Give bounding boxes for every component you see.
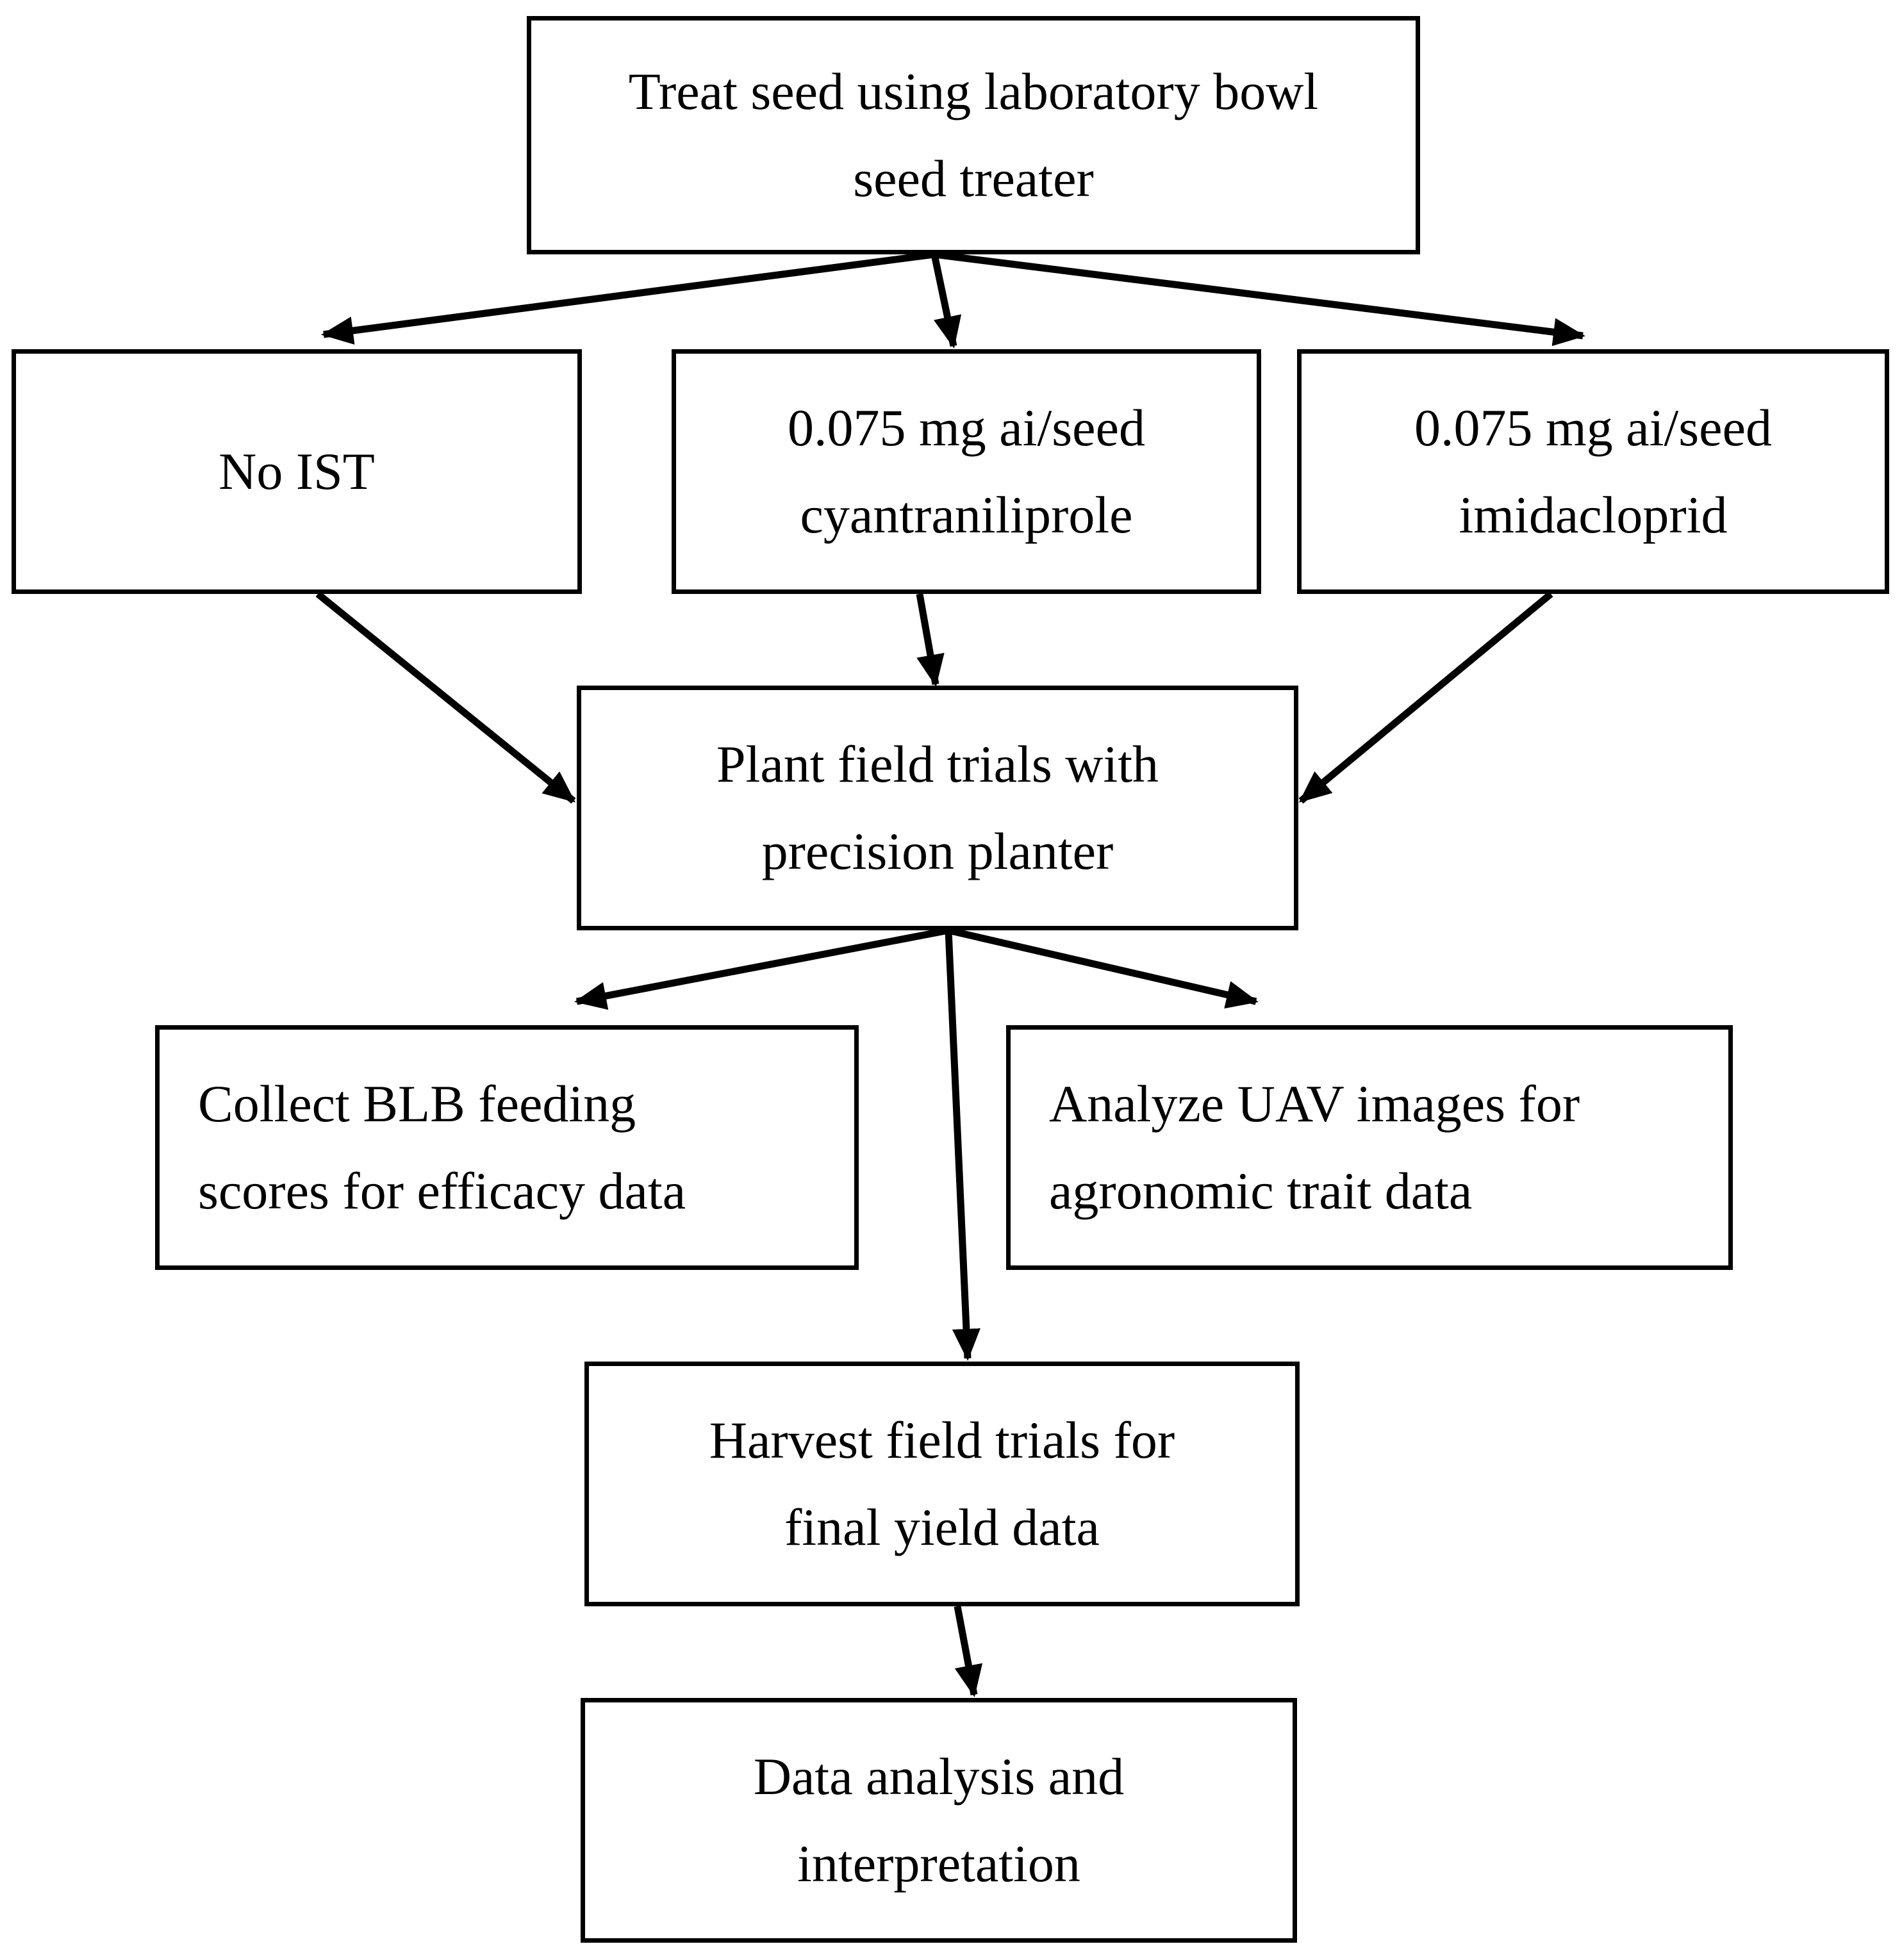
arrow-treat-to-imidacloprid: [934, 251, 1585, 347]
analyze-uav-text: Analyze UAV images for agronomic trait d…: [1049, 1060, 1580, 1235]
harvest-field-trials-box: Harvest field trials for final yield dat…: [584, 1362, 1300, 1606]
arrow-plant-to-harvest: [945, 930, 980, 1361]
imidacloprid-box: 0.075 mg ai/seed imidacloprid: [1297, 349, 1889, 594]
edge-group: [315, 251, 1585, 1697]
imidacloprid-line-1: 0.075 mg ai/seed: [1414, 399, 1772, 457]
collect-blb-box: Collect BLB feeding scores for efficacy …: [155, 1025, 859, 1270]
cyantraniliprole-line-1: 0.075 mg ai/seed: [788, 399, 1145, 457]
plant-field-trials-box: Plant field trials with precision plante…: [577, 686, 1298, 930]
plant-field-trials-text: Plant field trials with precision plante…: [716, 721, 1159, 895]
arrow-no_ist-to-plant: [315, 591, 576, 804]
cyantraniliprole-text: 0.075 mg ai/seed cyantraniliprole: [788, 384, 1145, 559]
analyze-uav-line-1: Analyze UAV images for: [1049, 1075, 1580, 1133]
data-analysis-line-2: interpretation: [797, 1834, 1080, 1893]
treat-seed-text: Treat seed using laboratory bowl seed tr…: [629, 48, 1318, 222]
treat-seed-line-2: seed treater: [853, 149, 1094, 208]
treat-seed-box: Treat seed using laboratory bowl seed tr…: [527, 16, 1420, 254]
cyantraniliprole-box: 0.075 mg ai/seed cyantraniliprole: [672, 349, 1261, 594]
arrow-harvest-to-data: [954, 1605, 983, 1697]
data-analysis-box: Data analysis and interpretation: [581, 1698, 1297, 1943]
no-ist-text: No IST: [219, 428, 375, 515]
arrow-treat-to-no_ist: [321, 251, 935, 345]
data-analysis-text: Data analysis and interpretation: [754, 1733, 1124, 1907]
arrow-plant-to-analyze: [947, 926, 1259, 1009]
harvest-field-trials-line-1: Harvest field trials for: [709, 1411, 1175, 1469]
arrow-treat-to-cyantraniliprole: [930, 253, 962, 349]
imidacloprid-line-2: imidacloprid: [1459, 486, 1728, 544]
analyze-uav-line-2: agronomic trait data: [1049, 1162, 1473, 1220]
data-analysis-line-1: Data analysis and: [753, 1747, 1125, 1806]
arrow-cyantraniliprole-to-plant: [916, 593, 945, 687]
collect-blb-text: Collect BLB feeding scores for efficacy …: [198, 1060, 686, 1235]
plant-field-trials-line-2: precision planter: [761, 822, 1114, 880]
collect-blb-line-2: scores for efficacy data: [198, 1162, 686, 1220]
no-ist-line-1: No IST: [219, 442, 375, 500]
no-ist-box: No IST: [12, 349, 582, 594]
harvest-field-trials-line-2: final yield data: [784, 1498, 1100, 1556]
cyantraniliprole-line-2: cyantraniliprole: [800, 486, 1133, 544]
analyze-uav-box: Analyze UAV images for agronomic trait d…: [1006, 1025, 1733, 1270]
treat-seed-line-1: Treat seed using laboratory bowl: [628, 62, 1319, 120]
plant-field-trials-line-1: Plant field trials with: [716, 735, 1159, 793]
arrow-plant-to-collect: [574, 926, 950, 1010]
imidacloprid-text: 0.075 mg ai/seed imidacloprid: [1414, 384, 1772, 559]
arrow-imidacloprid-to-plant: [1298, 591, 1553, 804]
collect-blb-line-1: Collect BLB feeding: [198, 1075, 636, 1133]
harvest-field-trials-text: Harvest field trials for final yield dat…: [709, 1397, 1175, 1571]
